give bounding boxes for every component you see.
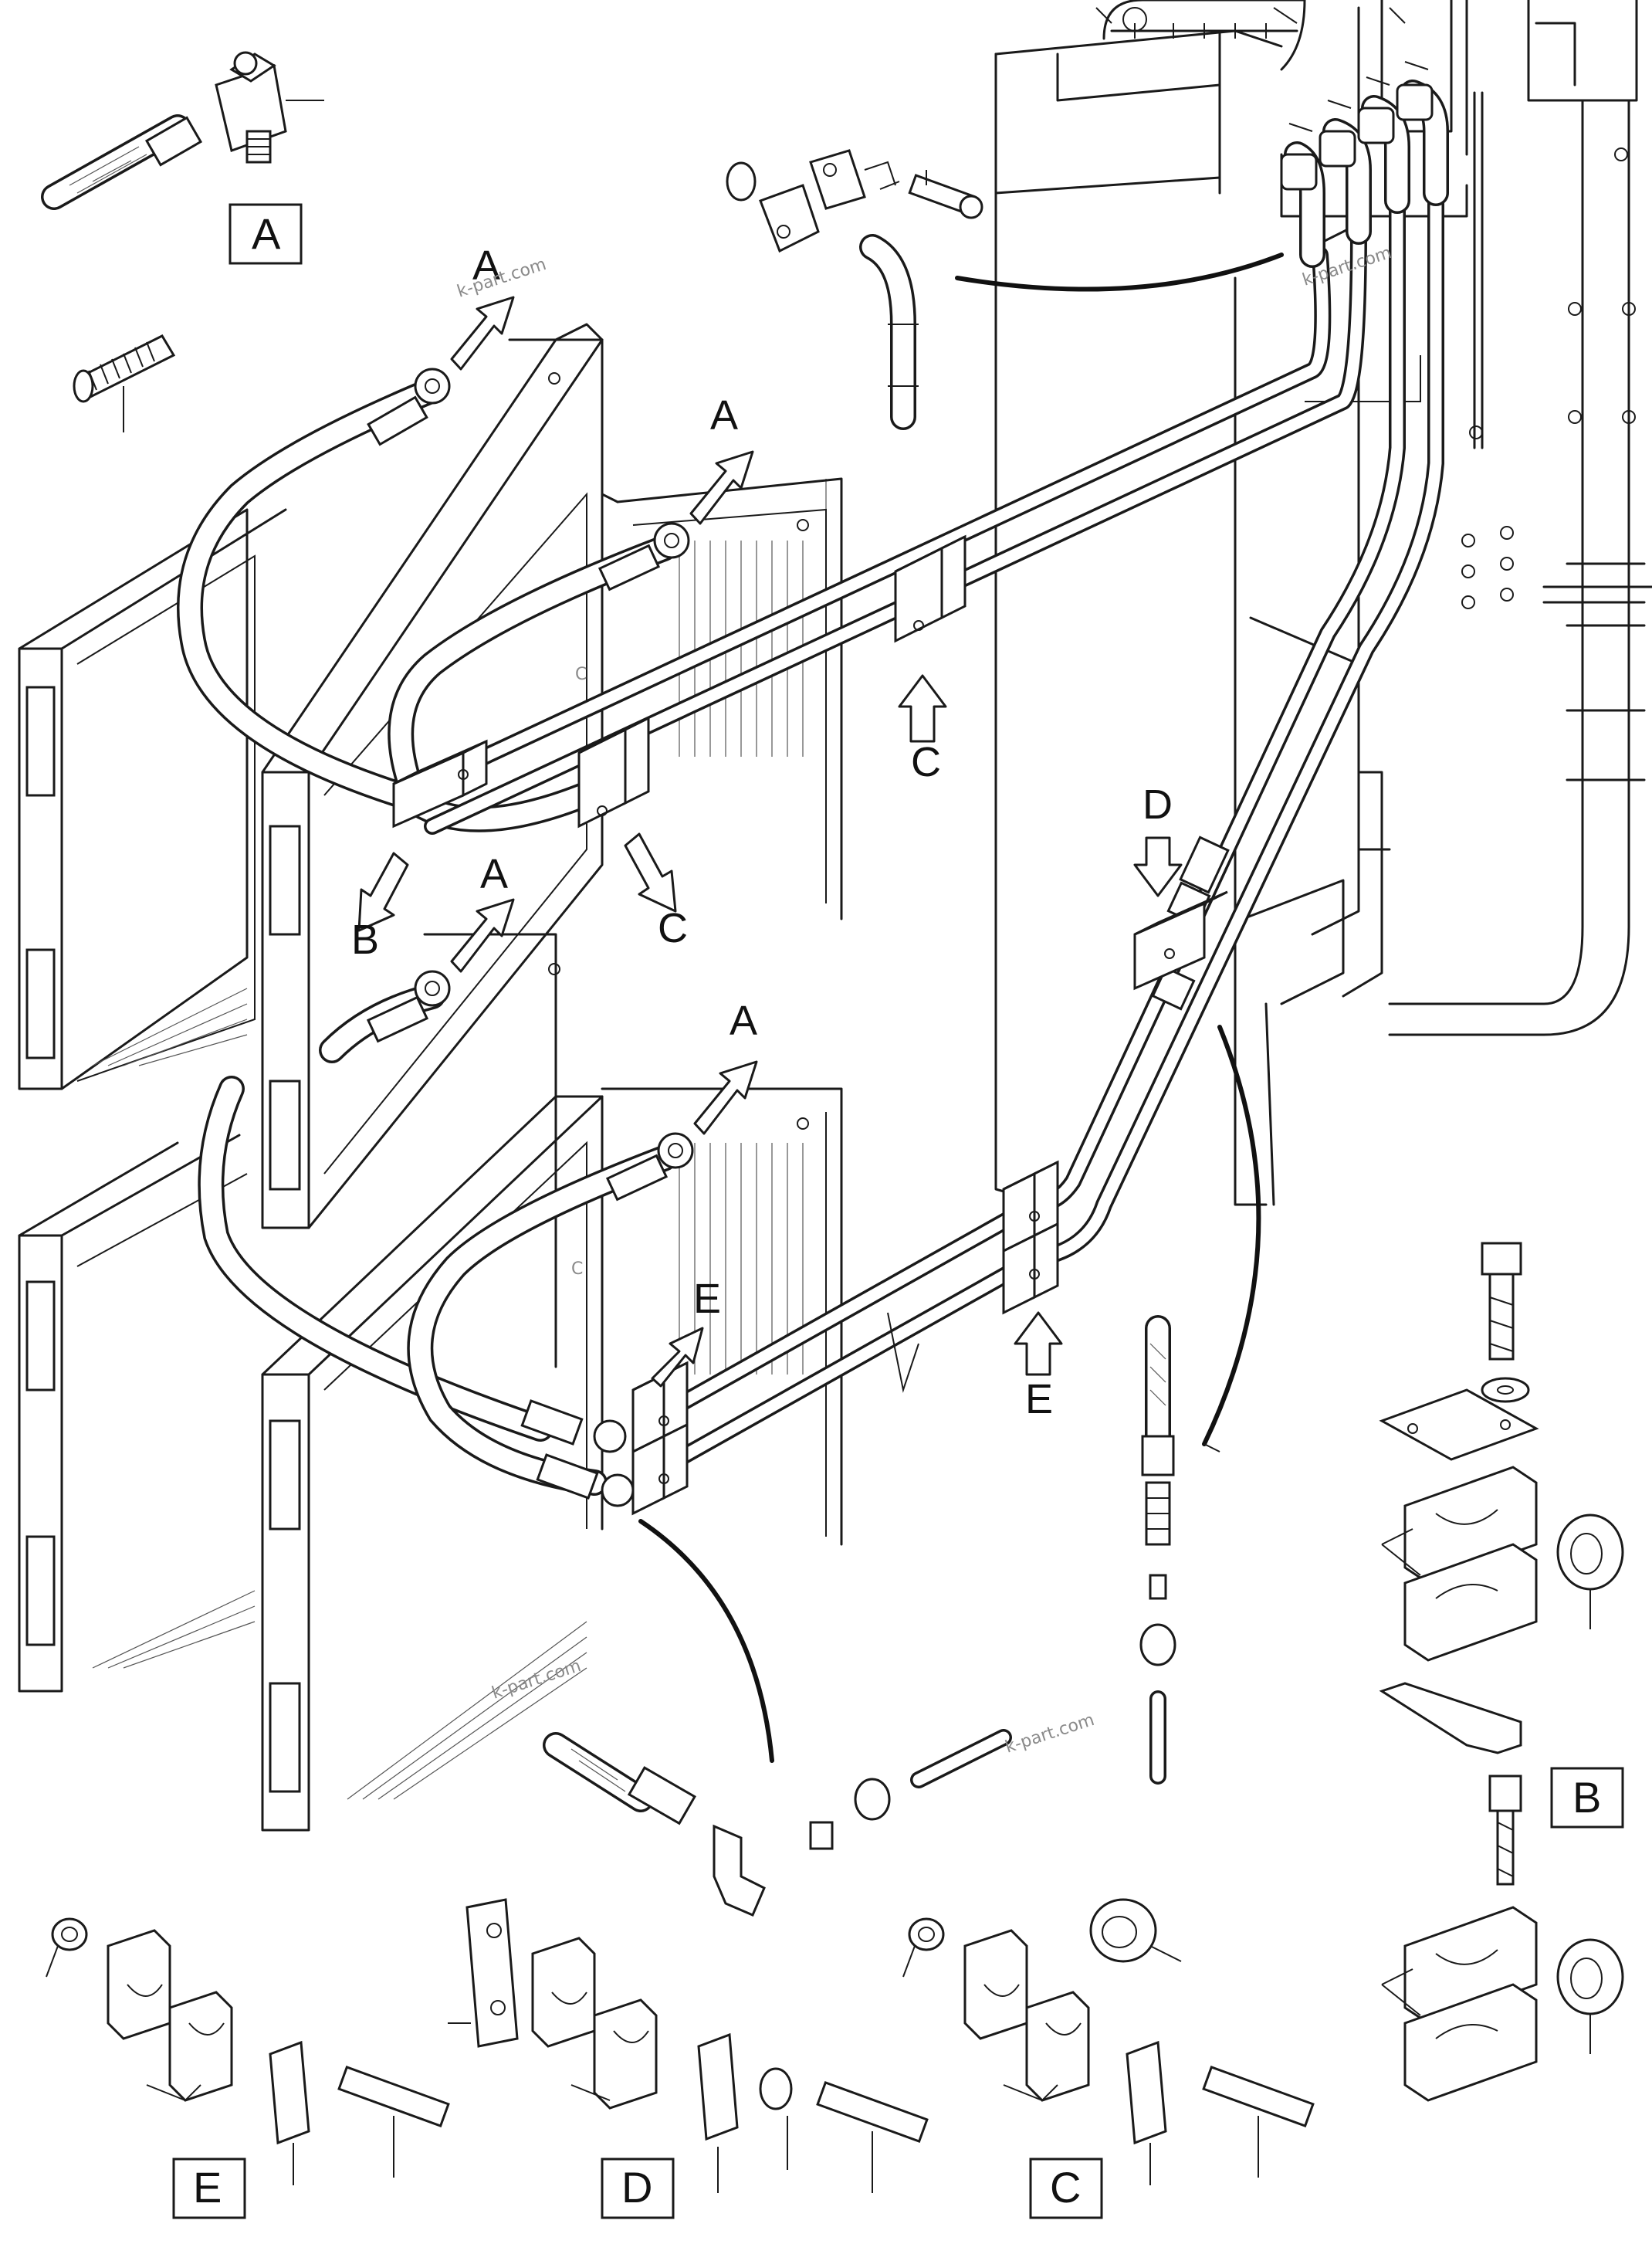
callout-e2: E [1025, 1376, 1053, 1422]
detail-a-view: A [41, 51, 324, 265]
swivel-fitting-a1 [414, 368, 451, 405]
manifold-fittings [1280, 61, 1449, 268]
detail-label-b: B [1572, 1773, 1601, 1822]
callout-b: B [351, 917, 379, 963]
cooler-cores: C C [18, 323, 843, 1832]
detail-leaders [638, 253, 1284, 1763]
detail-c-view: C [902, 1898, 1315, 2219]
arrow-c1 [624, 832, 677, 913]
detail-e-view: E [46, 1917, 450, 2219]
callout-a3: A [480, 851, 508, 897]
elbow-fitting-detail [543, 1729, 1012, 1917]
clamp-c1 [577, 716, 650, 829]
arrow-c2 [898, 674, 947, 743]
arrow-a4 [693, 1060, 758, 1135]
arrow-e2 [1014, 1311, 1063, 1376]
detail-label-b-frame [1550, 1767, 1624, 1829]
clamp-e2 [631, 1361, 689, 1516]
swivel-fitting-a2 [653, 522, 690, 559]
callout-e1: E [693, 1276, 721, 1322]
split-flange-detail [726, 149, 983, 430]
cooler-lower-front [261, 1087, 843, 1832]
radiator-mark-2: C [571, 1259, 583, 1279]
arrow-b [357, 852, 409, 932]
clamp-b [392, 739, 488, 829]
callout-c2: C [911, 739, 941, 785]
detail-label-d-frame [601, 2158, 675, 2219]
arrow-a1 [450, 296, 515, 371]
machine-frame [994, 0, 1652, 1206]
hose-lower-outer [198, 1076, 553, 1442]
detail-label-c: C [1050, 2163, 1081, 2212]
swivel-fitting-a3 [414, 970, 451, 1007]
callout-c1: C [658, 905, 688, 951]
pipe-upper-1 [393, 246, 1332, 804]
callout-a2: A [710, 392, 738, 439]
callout-d: D [1143, 781, 1173, 828]
detail-b-view: B [1379, 1242, 1624, 2102]
arrow-e1 [651, 1327, 704, 1388]
detail-label-a-frame [229, 203, 303, 265]
detail-label-c-frame [1029, 2158, 1103, 2219]
detail-d-view: D [448, 1898, 929, 2219]
cooler-lower-back [18, 933, 560, 1693]
clamp-blocks [392, 534, 1228, 1516]
radiator-mark-1: C [575, 665, 587, 684]
hose-assembly [177, 61, 1449, 1507]
clamp-c2 [894, 534, 966, 643]
swivel-fitting-a4 [657, 1132, 694, 1169]
cooler-upper-back [18, 508, 287, 1090]
arrow-a3 [450, 898, 515, 973]
detail-label-e-frame [172, 2158, 246, 2219]
cooler-upper-front [261, 323, 827, 1229]
clamp-e1 [1002, 1160, 1059, 1315]
pipe-coupling-detail [1139, 1315, 1176, 1785]
clamp-d [1133, 890, 1228, 991]
callout-letters: A A A A B C C D E E [351, 242, 1173, 1422]
watermark-4: k-part.com [1003, 1710, 1097, 1758]
detail-label-d: D [621, 2163, 652, 2212]
arrow-d [1133, 836, 1183, 897]
callout-arrows [357, 296, 1183, 1388]
watermark-1: k-part.com [455, 255, 549, 302]
callout-a1: A [472, 242, 500, 289]
detail-label-e: E [193, 2163, 222, 2212]
detail-label-a: A [252, 209, 281, 258]
callout-a4: A [730, 998, 757, 1044]
spring-guard [73, 334, 176, 432]
arrow-a2 [689, 450, 754, 525]
watermarks: k-part.com k-part.com k-part.com k-part.… [455, 243, 1394, 1758]
